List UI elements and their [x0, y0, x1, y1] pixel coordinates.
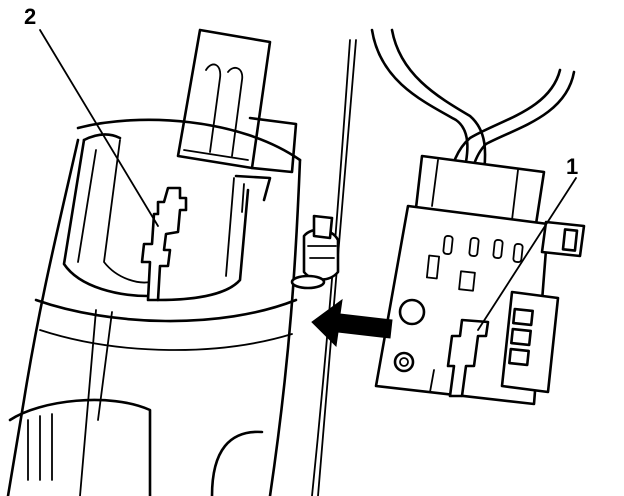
- callout-1-label: 1: [566, 154, 579, 179]
- switch-housing-collar: [62, 118, 302, 302]
- switch-assembly: [374, 154, 586, 406]
- steering-column: [6, 39, 357, 496]
- column-fitting: [290, 214, 340, 290]
- install-direction-arrow: [311, 298, 393, 348]
- upper-clamp: [176, 28, 298, 174]
- leader-line-1: [477, 177, 577, 331]
- leader-line-2: [39, 29, 159, 227]
- callout-2-label: 2: [24, 4, 37, 29]
